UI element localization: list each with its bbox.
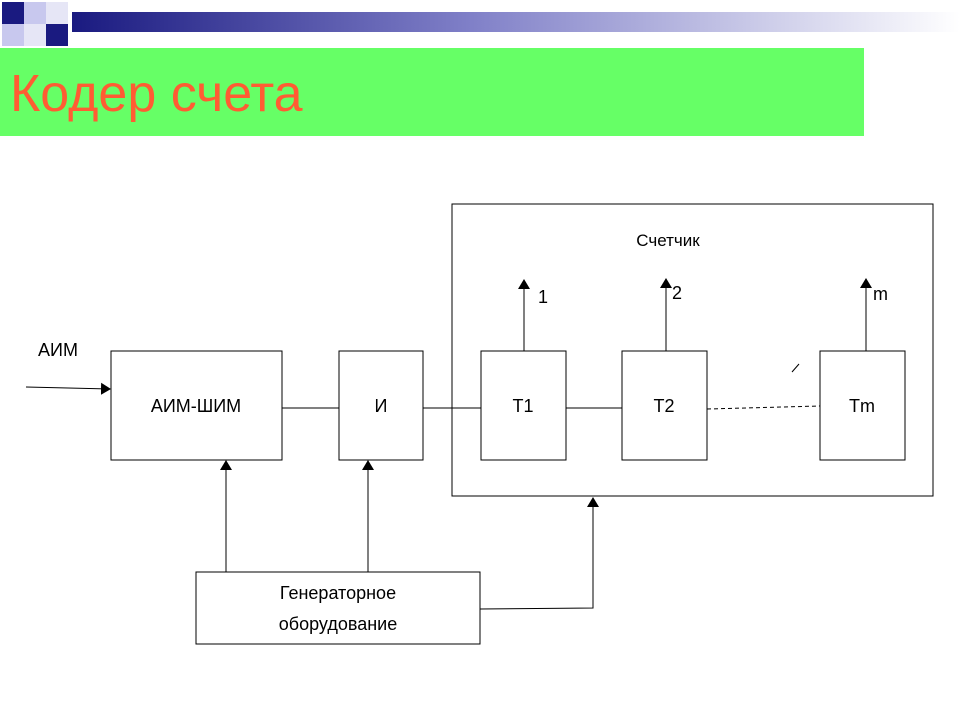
decoration-square	[24, 24, 46, 46]
counter-frame	[451, 203, 934, 497]
slide-decoration	[2, 2, 960, 46]
counter-label: Счетчик	[636, 231, 700, 250]
block-generator-label-line1: Генераторное	[280, 583, 396, 603]
output-label-m: m	[873, 284, 888, 304]
block-t1	[480, 350, 567, 461]
decoration-gradient-bar	[72, 12, 960, 32]
block-tm	[819, 350, 906, 461]
block-generator-label-line2: оборудование	[279, 614, 397, 634]
block-t2	[621, 350, 708, 461]
input-label: АИМ	[38, 340, 78, 360]
output-label-1: 1	[538, 287, 548, 307]
link-t2-to-tm-dashed	[706, 405, 821, 410]
block-and-gate-label: И	[375, 396, 388, 416]
output-label-2: 2	[672, 283, 682, 303]
title-band	[0, 48, 864, 136]
block-t2-label: Т2	[653, 396, 674, 416]
decoration-square	[2, 2, 24, 24]
decoration-square	[46, 2, 68, 24]
decoration-square	[2, 24, 24, 46]
block-tm-label: Тm	[849, 396, 875, 416]
decoration-square	[46, 24, 68, 46]
block-and-gate	[338, 350, 424, 461]
block-generator	[195, 571, 481, 645]
block-aim-shim-label: АИМ-ШИМ	[151, 396, 241, 416]
input-arrow	[25, 382, 111, 395]
tick-mark	[791, 363, 800, 373]
block-t1-label: Т1	[512, 396, 533, 416]
gen-to-counter-arrow	[479, 497, 599, 610]
block-aim-shim	[110, 350, 283, 461]
page-title: Кодер счета	[10, 65, 303, 123]
decoration-square	[24, 2, 46, 24]
